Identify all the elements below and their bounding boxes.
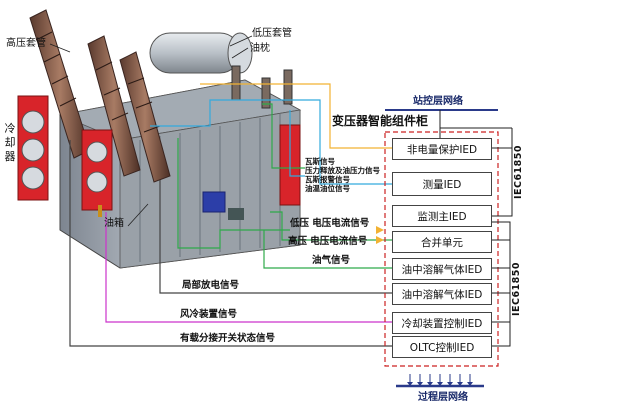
- iec61850-top: IEC61850: [513, 145, 524, 200]
- hv-bushing-label: 高压套管: [6, 38, 46, 49]
- ied-monitor-main: 监测主IED: [392, 205, 492, 227]
- merging-unit: 合并单元: [392, 231, 492, 253]
- signal-partial-discharge: 局部放电信号: [182, 280, 240, 291]
- signal-oil-temp: 油温油位信号: [305, 184, 350, 193]
- signal-pressure: 压力释放及油压力信号: [305, 166, 380, 175]
- cabinet-frame: [384, 131, 499, 367]
- ied-oltc-control: OLTC控制IED: [392, 336, 492, 358]
- signal-oil-gas: 油气信号: [312, 255, 351, 266]
- signal-cooling: 风冷装置信号: [180, 309, 238, 320]
- conservator-label: 油枕: [250, 43, 270, 54]
- ied-dga-1: 油中溶解气体IED: [392, 258, 492, 280]
- ied-non-electric-protection: 非电量保护IED: [392, 138, 492, 160]
- lv-bushings: [231, 65, 293, 109]
- ied-measurement: 测量IED: [392, 172, 492, 196]
- signal-lv-vi: 低压 电压电流信号: [290, 218, 370, 229]
- iec61850-bottom: IEC61850: [511, 262, 522, 317]
- hv-bushings: [29, 9, 171, 183]
- ied-dga-2: 油中溶解气体IED: [392, 283, 492, 305]
- station-network-label: 站控层网络: [413, 96, 463, 107]
- lv-bushing-label: 低压套管: [252, 28, 292, 39]
- signal-oltc: 有载分接开关状态信号: [180, 333, 276, 344]
- tank-label: 油箱: [104, 218, 124, 229]
- process-network-label: 过程层网络: [418, 392, 468, 403]
- cabinet-title: 变压器智能组件柜: [332, 114, 429, 128]
- ied-cooling-control: 冷却装置控制IED: [392, 312, 492, 334]
- signal-gas: 瓦斯信号: [305, 157, 335, 166]
- cooler-label: 冷却器: [4, 122, 16, 163]
- cooler-units: [17, 95, 301, 217]
- signal-gas-alarm: 瓦斯报警信号: [305, 175, 350, 184]
- signal-hv-vi: 高压 电压电流信号: [288, 236, 368, 247]
